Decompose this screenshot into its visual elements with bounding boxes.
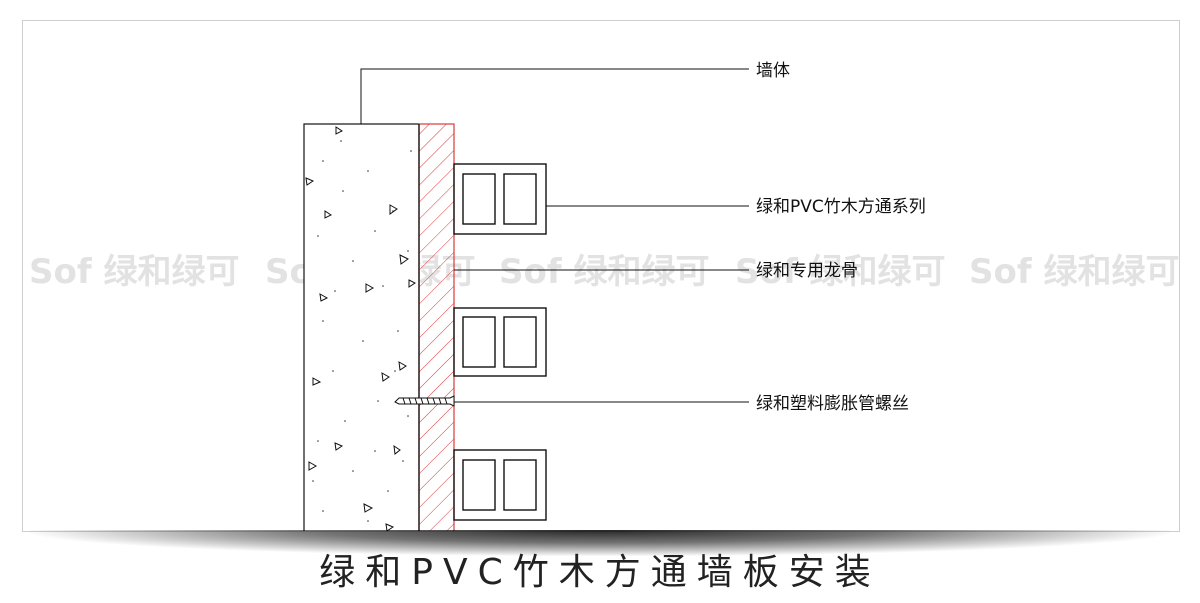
label-keel: 绿和专用龙骨 <box>756 261 858 281</box>
pvc-tube-2 <box>453 307 547 377</box>
concrete-aggregate <box>305 126 416 531</box>
watermark-4: Sof 绿和绿可 <box>735 252 945 292</box>
leader-lines <box>360 68 749 403</box>
label-wall: 墙体 <box>756 61 790 81</box>
label-group: 墙体 绿和PVC竹木方通系列 绿和专用龙骨 绿和塑料膨胀管螺丝 <box>756 61 926 414</box>
keel <box>418 123 455 531</box>
expansion-screw <box>394 395 455 407</box>
label-screw: 绿和塑料膨胀管螺丝 <box>756 394 909 414</box>
watermark-group: Sof 绿和绿可 Sof 绿和绿可 Sof 绿和绿可 Sof 绿和绿可 Sof … <box>29 252 1179 292</box>
pvc-tube-1 <box>453 163 547 235</box>
concrete-wall <box>303 123 420 531</box>
drawing-frame: Sof 绿和绿可 Sof 绿和绿可 Sof 绿和绿可 Sof 绿和绿可 Sof … <box>22 20 1180 532</box>
watermark-3: Sof 绿和绿可 <box>499 252 709 292</box>
watermark-1: Sof 绿和绿可 <box>29 252 239 292</box>
label-panel-series: 绿和PVC竹木方通系列 <box>756 197 926 217</box>
pvc-tube-3 <box>453 449 547 521</box>
page-caption: 绿和PVC竹木方通墙板安装 <box>319 552 881 593</box>
frame-shadow <box>30 530 1170 556</box>
watermark-5: Sof 绿和绿可 <box>969 252 1179 292</box>
installation-diagram: Sof 绿和绿可 Sof 绿和绿可 Sof 绿和绿可 Sof 绿和绿可 Sof … <box>29 61 1179 531</box>
leader-wall <box>360 68 749 124</box>
